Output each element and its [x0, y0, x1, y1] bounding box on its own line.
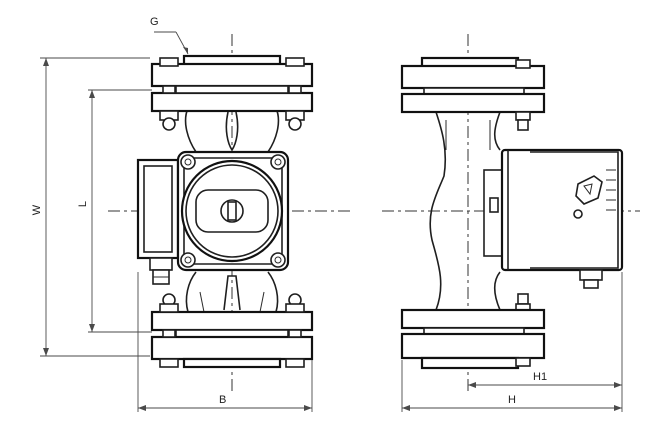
front-top-flange — [150, 54, 314, 113]
side-motor — [483, 148, 624, 289]
front-top-bolts — [159, 57, 305, 131]
side-top-flange — [400, 56, 546, 131]
front-bottom-flange — [150, 310, 314, 369]
side-bottom-flange — [400, 293, 546, 370]
g-label: G — [150, 16, 159, 28]
front-view — [108, 34, 352, 392]
front-terminal-box — [136, 158, 180, 285]
h1-label: H1 — [533, 371, 547, 383]
dimensions: G W L B H1 H — [31, 16, 623, 412]
side-view — [382, 34, 640, 392]
side-pump-body — [429, 111, 501, 311]
b-label: B — [219, 394, 226, 406]
g-leader-arrow — [183, 47, 188, 54]
front-bottom-bolts — [159, 293, 305, 368]
h-label: H — [508, 394, 516, 406]
w-label: W — [31, 204, 43, 215]
front-motor-head — [176, 150, 290, 272]
l-label: L — [77, 201, 89, 207]
